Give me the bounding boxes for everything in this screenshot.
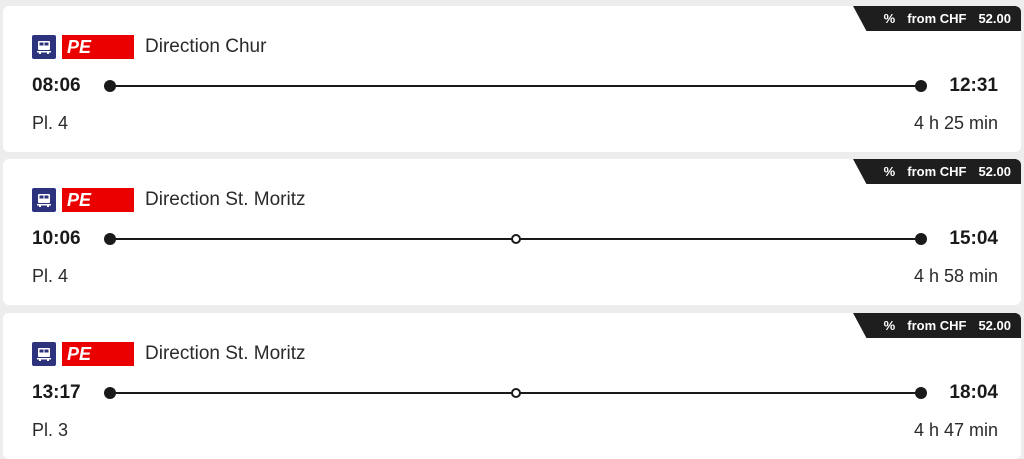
departure-dot [104, 387, 116, 399]
connection-header: PE Direction St. Moritz [32, 188, 305, 212]
price-amount: 52.00 [978, 11, 1011, 26]
direction-label: Direction Chur [145, 36, 267, 57]
connection-footer: Pl. 3 4 h 47 min [32, 420, 998, 442]
connection-card[interactable]: % from CHF 52.00 PE Direction Chur 08:06 [3, 6, 1021, 152]
departure-time: 10:06 [32, 228, 81, 249]
price-amount: 52.00 [978, 318, 1011, 333]
route-line [104, 80, 927, 92]
arrival-dot [915, 233, 927, 245]
arrival-time: 18:04 [949, 382, 998, 403]
departure-dot [104, 233, 116, 245]
departure-dot [104, 80, 116, 92]
price-tag: % from CHF 52.00 [853, 159, 1021, 184]
train-icon [32, 188, 56, 212]
duration-label: 4 h 47 min [913, 420, 998, 440]
platform-label: Pl. 4 [32, 266, 69, 286]
price-from-label: from CHF [907, 11, 967, 26]
route-line [104, 387, 927, 399]
price-from-label: from CHF [907, 164, 967, 179]
direction-label: Direction St. Moritz [145, 343, 306, 364]
price-amount: 52.00 [978, 164, 1011, 179]
arrival-time: 15:04 [949, 228, 998, 249]
supersaver-percent-icon: % [883, 318, 896, 333]
train-icon [32, 342, 56, 366]
supersaver-percent-icon: % [883, 164, 896, 179]
departure-time: 13:17 [32, 382, 81, 403]
train-icon [32, 35, 56, 59]
direction-label: Direction St. Moritz [145, 189, 306, 210]
departure-time: 08:06 [32, 75, 81, 96]
price-tag: % from CHF 52.00 [853, 6, 1021, 31]
connection-header: PE Direction St. Moritz [32, 342, 305, 366]
supersaver-percent-icon: % [883, 11, 896, 26]
timeline: 08:06 12:31 [32, 74, 998, 98]
connection-header: PE Direction Chur [32, 35, 266, 59]
category-badge: PE [62, 342, 134, 366]
duration-label: 4 h 25 min [913, 113, 998, 133]
platform-label: Pl. 3 [32, 420, 69, 440]
arrival-dot [915, 80, 927, 92]
connection-card[interactable]: % from CHF 52.00 PE Direction St. Moritz… [3, 159, 1021, 305]
connection-footer: Pl. 4 4 h 58 min [32, 266, 998, 288]
price-tag: % from CHF 52.00 [853, 313, 1021, 338]
route-line [104, 233, 927, 245]
timeline: 10:06 15:04 [32, 227, 998, 251]
connection-footer: Pl. 4 4 h 25 min [32, 113, 998, 135]
intermediate-stop-dot [510, 234, 521, 244]
platform-label: Pl. 4 [32, 113, 69, 133]
duration-label: 4 h 58 min [913, 266, 998, 286]
arrival-dot [915, 387, 927, 399]
timeline: 13:17 18:04 [32, 381, 998, 405]
price-from-label: from CHF [907, 318, 967, 333]
category-badge: PE [62, 35, 134, 59]
arrival-time: 12:31 [949, 75, 998, 96]
intermediate-stop-dot [510, 388, 521, 398]
connection-card[interactable]: % from CHF 52.00 PE Direction St. Moritz… [3, 313, 1021, 459]
category-badge: PE [62, 188, 134, 212]
